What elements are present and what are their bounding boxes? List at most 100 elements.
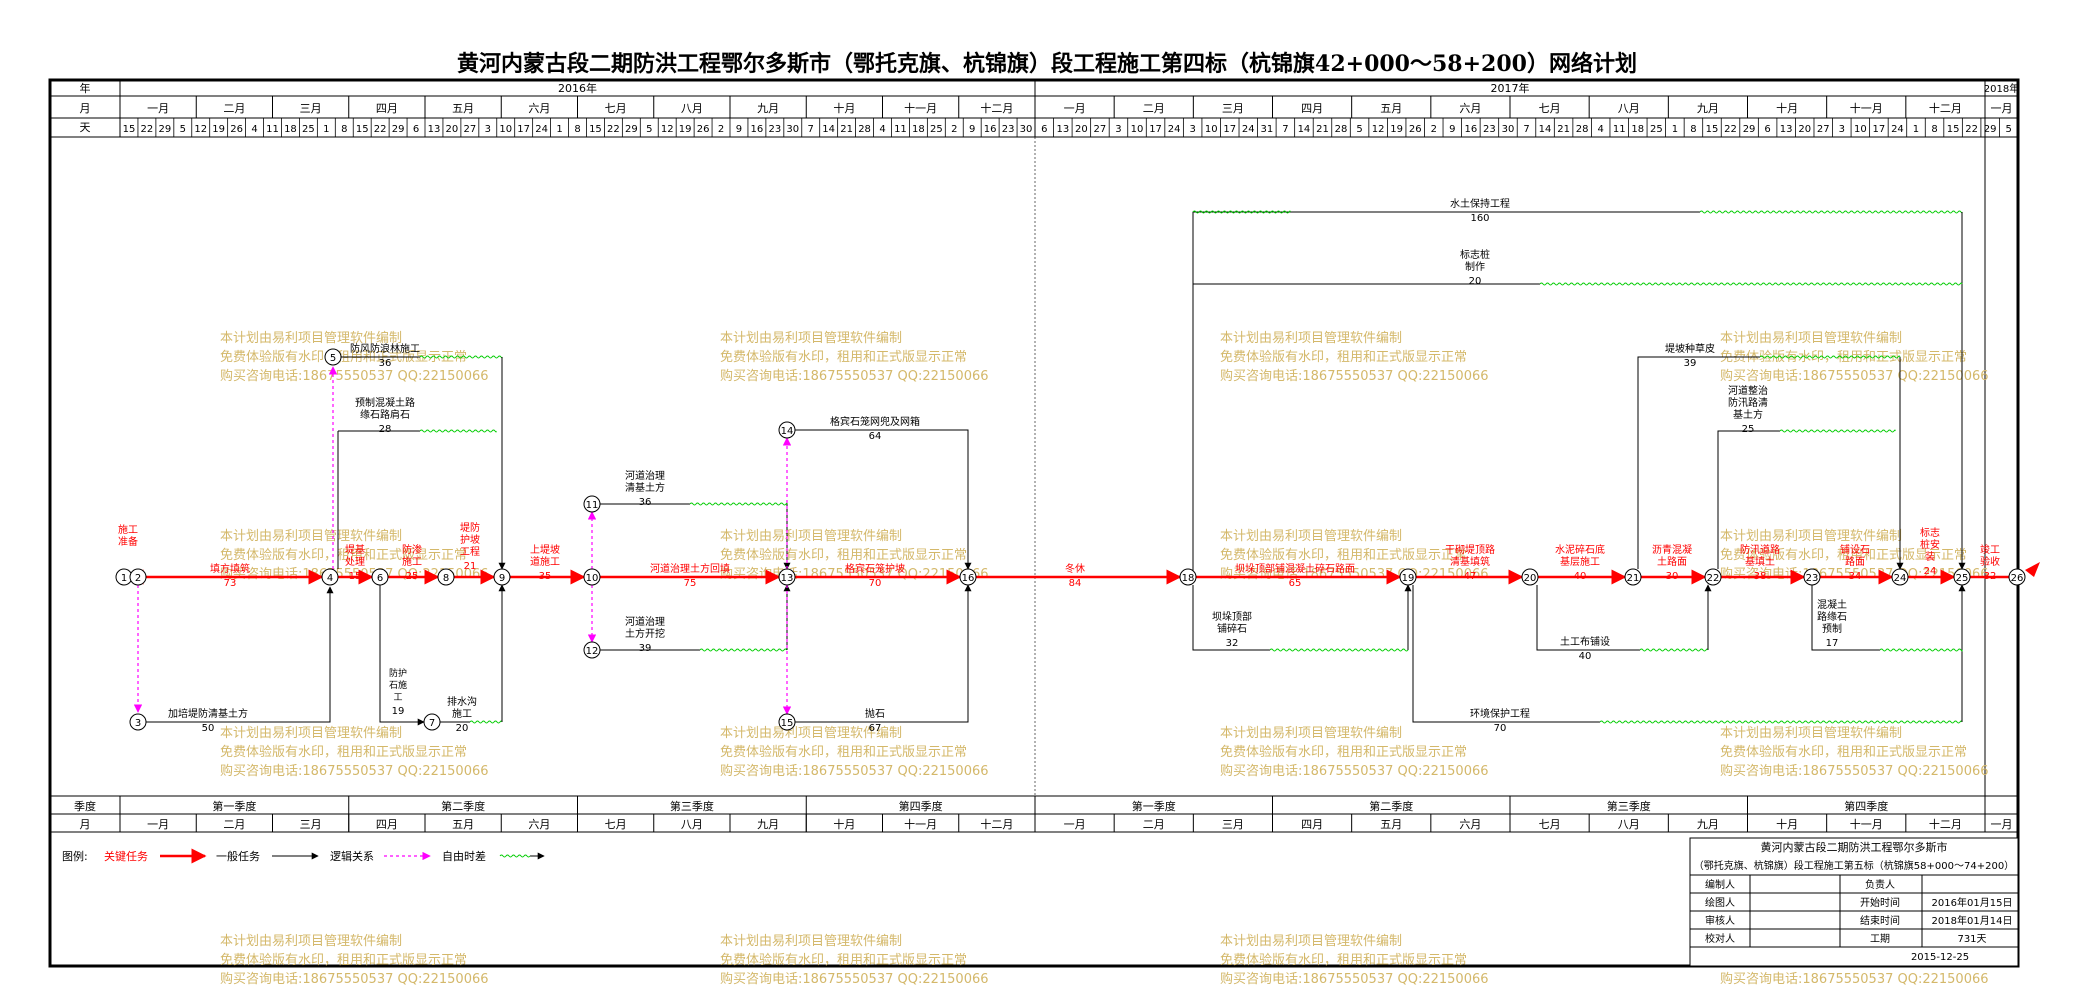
month-2017: 十一月 bbox=[1850, 101, 1883, 115]
node-circle bbox=[1521, 568, 1539, 586]
day-2016: 2 bbox=[951, 124, 957, 135]
day-2017: 21 bbox=[1316, 124, 1329, 135]
month-bottom-2016: 九月 bbox=[757, 818, 779, 831]
day-2016: 18 bbox=[912, 124, 925, 135]
day-2017: 6 bbox=[1041, 124, 1047, 135]
month-2017: 八月 bbox=[1618, 102, 1640, 115]
watermark-line2: 免费体验版有水印，租用和正式版显示正常 bbox=[1220, 547, 1467, 563]
node-circle bbox=[1624, 568, 1642, 586]
node-number: 12 bbox=[586, 646, 599, 657]
quarter-2017: 第一季度 bbox=[1132, 799, 1176, 813]
day-2016: 22 bbox=[374, 124, 387, 135]
task-name: 坝垛顶部 bbox=[1212, 610, 1252, 623]
task-duration: 67 bbox=[869, 723, 882, 734]
month-2016: 十一月 bbox=[904, 101, 937, 115]
node-number: 5 bbox=[330, 353, 336, 364]
watermark-line3: 购买咨询电话:18675550537 QQ:22150066 bbox=[1720, 763, 1989, 779]
day-2017: 22 bbox=[1724, 124, 1737, 135]
task-name: 施工 bbox=[118, 523, 138, 536]
row-label-day: 天 bbox=[80, 121, 91, 134]
float-line bbox=[1879, 648, 1963, 652]
day-2017: 29 bbox=[1743, 124, 1756, 135]
day-2017: 24 bbox=[1242, 124, 1255, 135]
watermark-line3: 购买咨询电话:18675550537 QQ:22150066 bbox=[220, 763, 489, 779]
day-2016: 28 bbox=[858, 124, 871, 135]
float-line bbox=[499, 854, 531, 858]
task-name: 抛石 bbox=[865, 707, 885, 720]
task-name: 混凝土 bbox=[1817, 598, 1847, 611]
day-2016: 21 bbox=[840, 124, 853, 135]
year-2017: 2017年 bbox=[1491, 81, 1530, 95]
day-2016: 16 bbox=[751, 124, 764, 135]
day-2016: 15 bbox=[123, 124, 136, 135]
day-2016: 18 bbox=[284, 124, 297, 135]
watermark-line2: 免费体验版有水印，租用和正式版显示正常 bbox=[720, 349, 967, 365]
task-duration: 36 bbox=[379, 358, 392, 369]
day-2017: 4 bbox=[1598, 124, 1604, 135]
watermark-line1: 本计划由易利项目管理软件编制 bbox=[220, 726, 402, 741]
task-label-t-5-9: 防风防浪林施工 36 bbox=[350, 342, 420, 369]
day-2017: 6 bbox=[1764, 124, 1770, 135]
day-2017: 29 bbox=[1984, 124, 1997, 135]
day-2017: 27 bbox=[1094, 124, 1107, 135]
task-label-t-15-16: 抛石 67 bbox=[865, 707, 885, 734]
node-number: 10 bbox=[586, 573, 599, 584]
node-circle bbox=[583, 495, 601, 513]
task-name: 路面 bbox=[1845, 555, 1865, 568]
watermark-line2: 免费体验版有水印，租用和正式版显示正常 bbox=[1720, 744, 1967, 760]
task-arrow bbox=[1192, 585, 1270, 651]
task-name: 道施工 bbox=[530, 555, 560, 568]
node-number: 6 bbox=[377, 573, 383, 584]
day-2017: 13 bbox=[1056, 124, 1069, 135]
watermark-line3: 购买咨询电话:18675550537 QQ:22150066 bbox=[220, 368, 489, 384]
watermark-line2: 免费体验版有水印，租用和正式版显示正常 bbox=[220, 547, 467, 563]
month-bottom-2017: 一月 bbox=[1064, 818, 1086, 831]
year-2016: 2016年 bbox=[558, 81, 597, 95]
task-arrow bbox=[379, 585, 425, 726]
watermark-line3: 购买咨询电话:18675550537 QQ:22150066 bbox=[220, 971, 489, 987]
task-name: 防风防浪林施工 bbox=[350, 342, 420, 355]
day-2017: 2 bbox=[1431, 124, 1437, 135]
node-number: 15 bbox=[781, 718, 794, 729]
node-19: 19 bbox=[1399, 568, 1417, 586]
month-2016: 九月 bbox=[757, 102, 779, 115]
task-arrow bbox=[1192, 211, 1700, 577]
node-number: 14 bbox=[781, 426, 794, 437]
task-name: 清基填筑 bbox=[1450, 555, 1490, 568]
day-2017: 8 bbox=[1690, 124, 1696, 135]
watermark-line3: 购买咨询电话:18675550537 QQ:22150066 bbox=[720, 971, 989, 987]
task-name: 河道治理 bbox=[625, 615, 665, 628]
task-duration: 15 bbox=[349, 571, 362, 582]
quarter-2017: 第二季度 bbox=[1369, 799, 1413, 813]
node-circle bbox=[1179, 568, 1197, 586]
day-2016: 4 bbox=[251, 124, 257, 135]
day-2016: 12 bbox=[194, 124, 207, 135]
task-arrow bbox=[1536, 585, 1640, 651]
task-duration: 36 bbox=[639, 497, 652, 508]
month-2017: 三月 bbox=[1222, 102, 1244, 115]
month-2016: 三月 bbox=[300, 102, 322, 115]
month-2016: 八月 bbox=[681, 102, 703, 115]
task-name: 河道整治 bbox=[1728, 384, 1768, 397]
watermark: 本计划由易利项目管理软件编制免费体验版有水印，租用和正式版显示正常购买咨询电话:… bbox=[1720, 726, 1989, 779]
task-name: 土工布铺设 bbox=[1560, 635, 1610, 648]
task-name: 施工 bbox=[452, 707, 472, 720]
month-2016: 十月 bbox=[833, 101, 855, 115]
task-duration: 73 bbox=[224, 578, 237, 589]
month-bottom-2017: 七月 bbox=[1539, 818, 1561, 831]
info-key: 编制人 bbox=[1705, 878, 1735, 891]
watermark-line2: 免费体验版有水印，租用和正式版显示正常 bbox=[220, 744, 467, 760]
float-line bbox=[1192, 210, 1291, 214]
month-bottom-2016: 八月 bbox=[681, 818, 703, 831]
float-line bbox=[1759, 355, 1901, 359]
